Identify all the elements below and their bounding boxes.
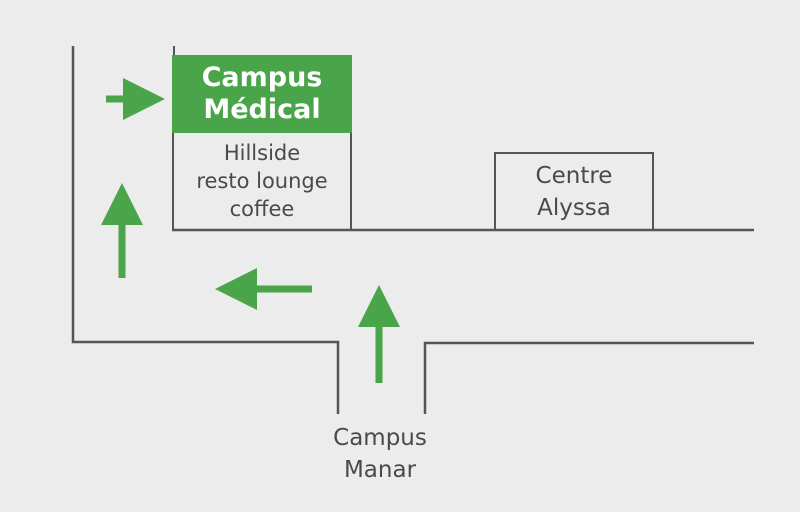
hillside-line1: Hillside [223,141,301,165]
campus-manar-line2: Manar [343,457,417,483]
building-centre-alyssa: Centre Alyssa [494,152,654,230]
campus-medical-line1: Campus [201,62,323,93]
hillside-line3: coffee [229,197,295,221]
building-campus-medical: Campus Médical Hillside resto lounge cof… [172,55,352,229]
centre-alyssa-line2: Alyssa [537,195,611,221]
campus-manar-label: Campus Manar [300,422,460,486]
road-right-outline [423,341,754,414]
campus-medical-line2: Médical [203,94,321,125]
campus-manar-line1: Campus [333,425,427,451]
hillside-line2: resto lounge [196,169,328,193]
hillside-resto-label: Hillside resto lounge coffee [172,133,352,229]
road-left-outline [71,46,340,414]
campus-medical-label: Campus Médical [172,55,352,133]
centre-alyssa-line1: Centre [535,163,613,189]
